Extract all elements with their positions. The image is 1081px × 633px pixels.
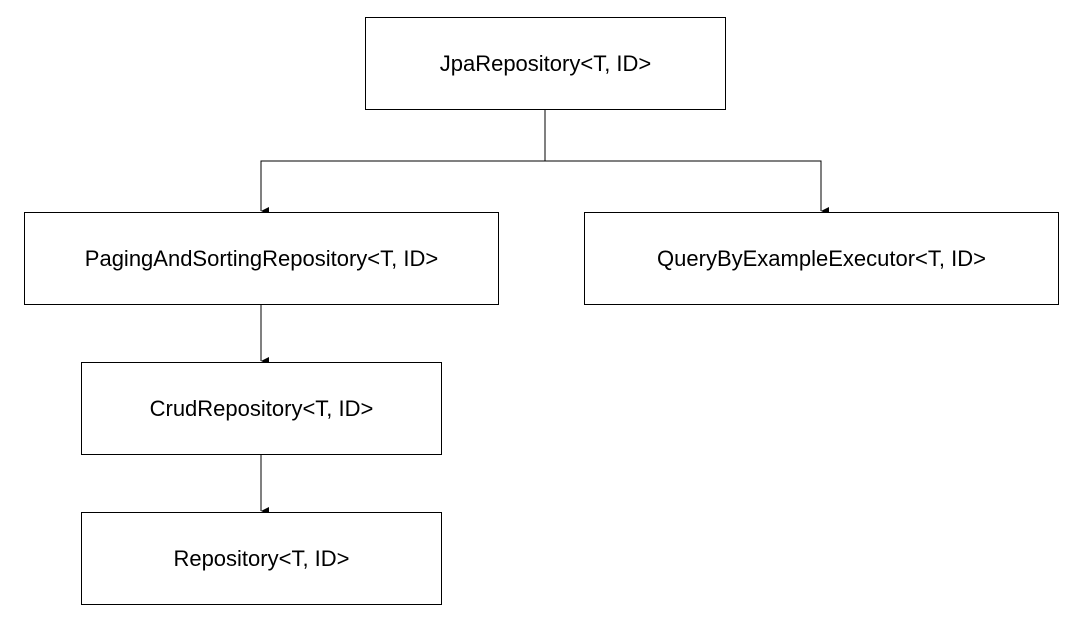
edge-jpa-to-paging [260,110,546,215]
node-jpa-repository: JpaRepository<T, ID> [365,17,726,110]
node-query-by-example-executor: QueryByExampleExecutor<T, ID> [584,212,1059,305]
node-repository-label: Repository<T, ID> [173,545,350,571]
node-paging-and-sorting-repository: PagingAndSortingRepository<T, ID> [24,212,499,305]
node-paging-and-sorting-repository-label: PagingAndSortingRepository<T, ID> [84,245,439,271]
node-jpa-repository-label: JpaRepository<T, ID> [439,50,652,76]
node-query-by-example-executor-label: QueryByExampleExecutor<T, ID> [657,245,986,271]
node-crud-repository: CrudRepository<T, ID> [81,362,442,455]
node-crud-repository-label: CrudRepository<T, ID> [149,395,374,421]
node-repository: Repository<T, ID> [81,512,442,605]
edge-jpa-to-query [545,160,829,215]
